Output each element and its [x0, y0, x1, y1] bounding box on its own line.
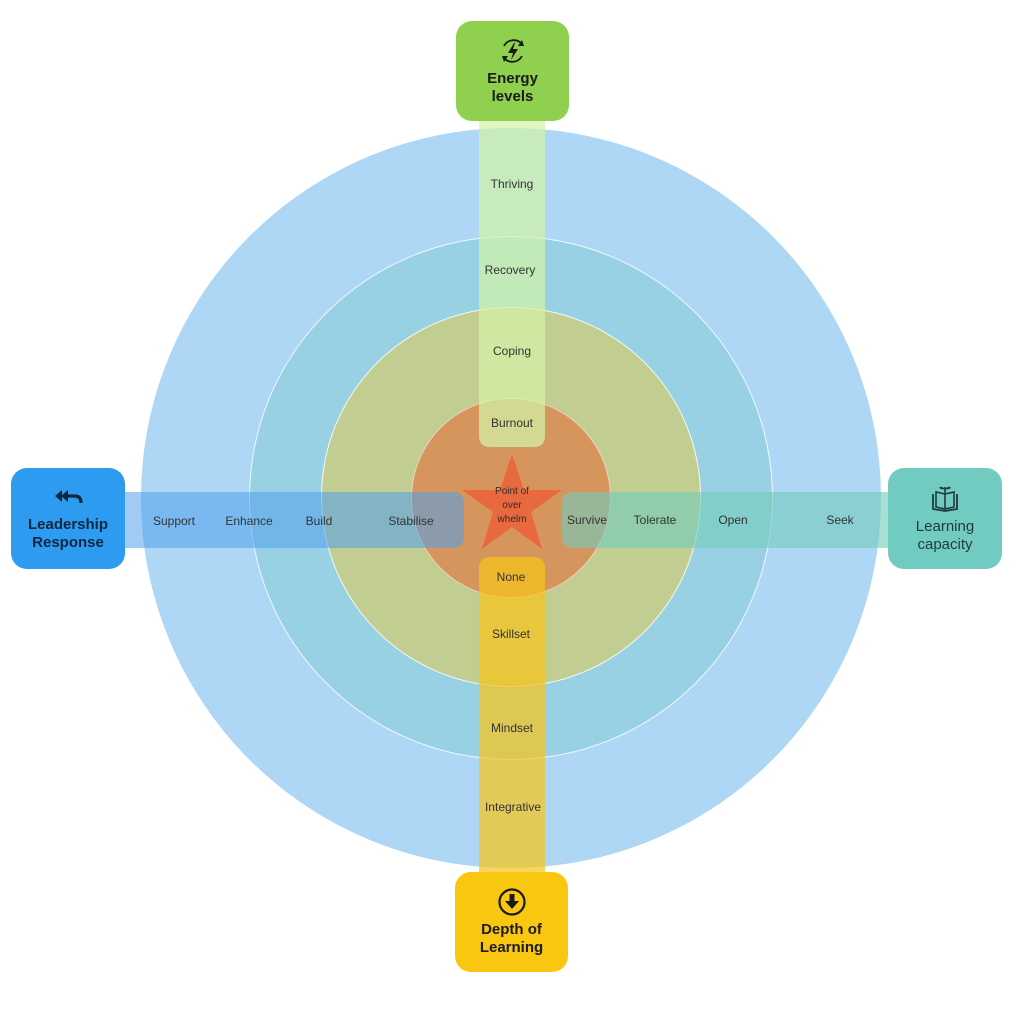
learning-level-label: Survive [566, 513, 608, 527]
overwhelm-point-label: Point of over whelm [482, 485, 542, 527]
depth-axis-band [479, 557, 545, 875]
hub-title-line: levels [491, 88, 534, 105]
energy-level-label: Coping [492, 344, 532, 358]
energy-levels-hub: Energy levels [456, 21, 569, 121]
learning-level-label: Open [718, 513, 748, 527]
double-reply-arrow-icon [53, 486, 83, 508]
energy-axis-band [479, 110, 545, 447]
leadership-level-label: Stabilise [388, 514, 434, 528]
depth-level-label: Skillset [491, 627, 531, 641]
leadership-level-label: Support [152, 514, 196, 528]
overwhelm-line: over [502, 500, 522, 511]
arrow-down-circle-icon [497, 887, 527, 917]
depth-of-learning-hub: Depth of Learning [455, 872, 568, 972]
energy-level-label: Recovery [484, 263, 536, 277]
hub-title-line: Response [32, 533, 104, 551]
depth-level-label: None [496, 570, 526, 584]
energy-level-label: Thriving [490, 177, 534, 191]
learning-level-label: Seek [826, 513, 854, 527]
hub-title-line: Depth of [481, 921, 542, 938]
overwhelm-line: Point of [495, 486, 529, 497]
leadership-response-hub: Leadership Response [11, 468, 125, 569]
leadership-level-label: Enhance [225, 514, 273, 528]
star-icon [462, 454, 562, 549]
hub-title-line: Energy [487, 70, 538, 87]
bolt-cycle-icon [498, 36, 528, 66]
depth-level-label: Integrative [484, 800, 542, 814]
hub-title-line: capacity [917, 535, 973, 553]
open-book-sprout-icon [930, 484, 960, 514]
energy-level-label: Burnout [490, 416, 534, 430]
hub-title-line: Learning [479, 939, 544, 956]
depth-level-label: Mindset [490, 721, 534, 735]
hub-title-line: Learning [915, 517, 975, 535]
hub-title-line: Leadership [27, 515, 109, 533]
learning-axis-band [562, 492, 898, 548]
leadership-level-label: Build [305, 514, 333, 528]
learning-capacity-hub: Learning capacity [888, 468, 1002, 569]
overwhelm-line: whelm [497, 514, 527, 525]
leadership-axis-band [110, 492, 464, 548]
learning-level-label: Tolerate [633, 513, 677, 527]
